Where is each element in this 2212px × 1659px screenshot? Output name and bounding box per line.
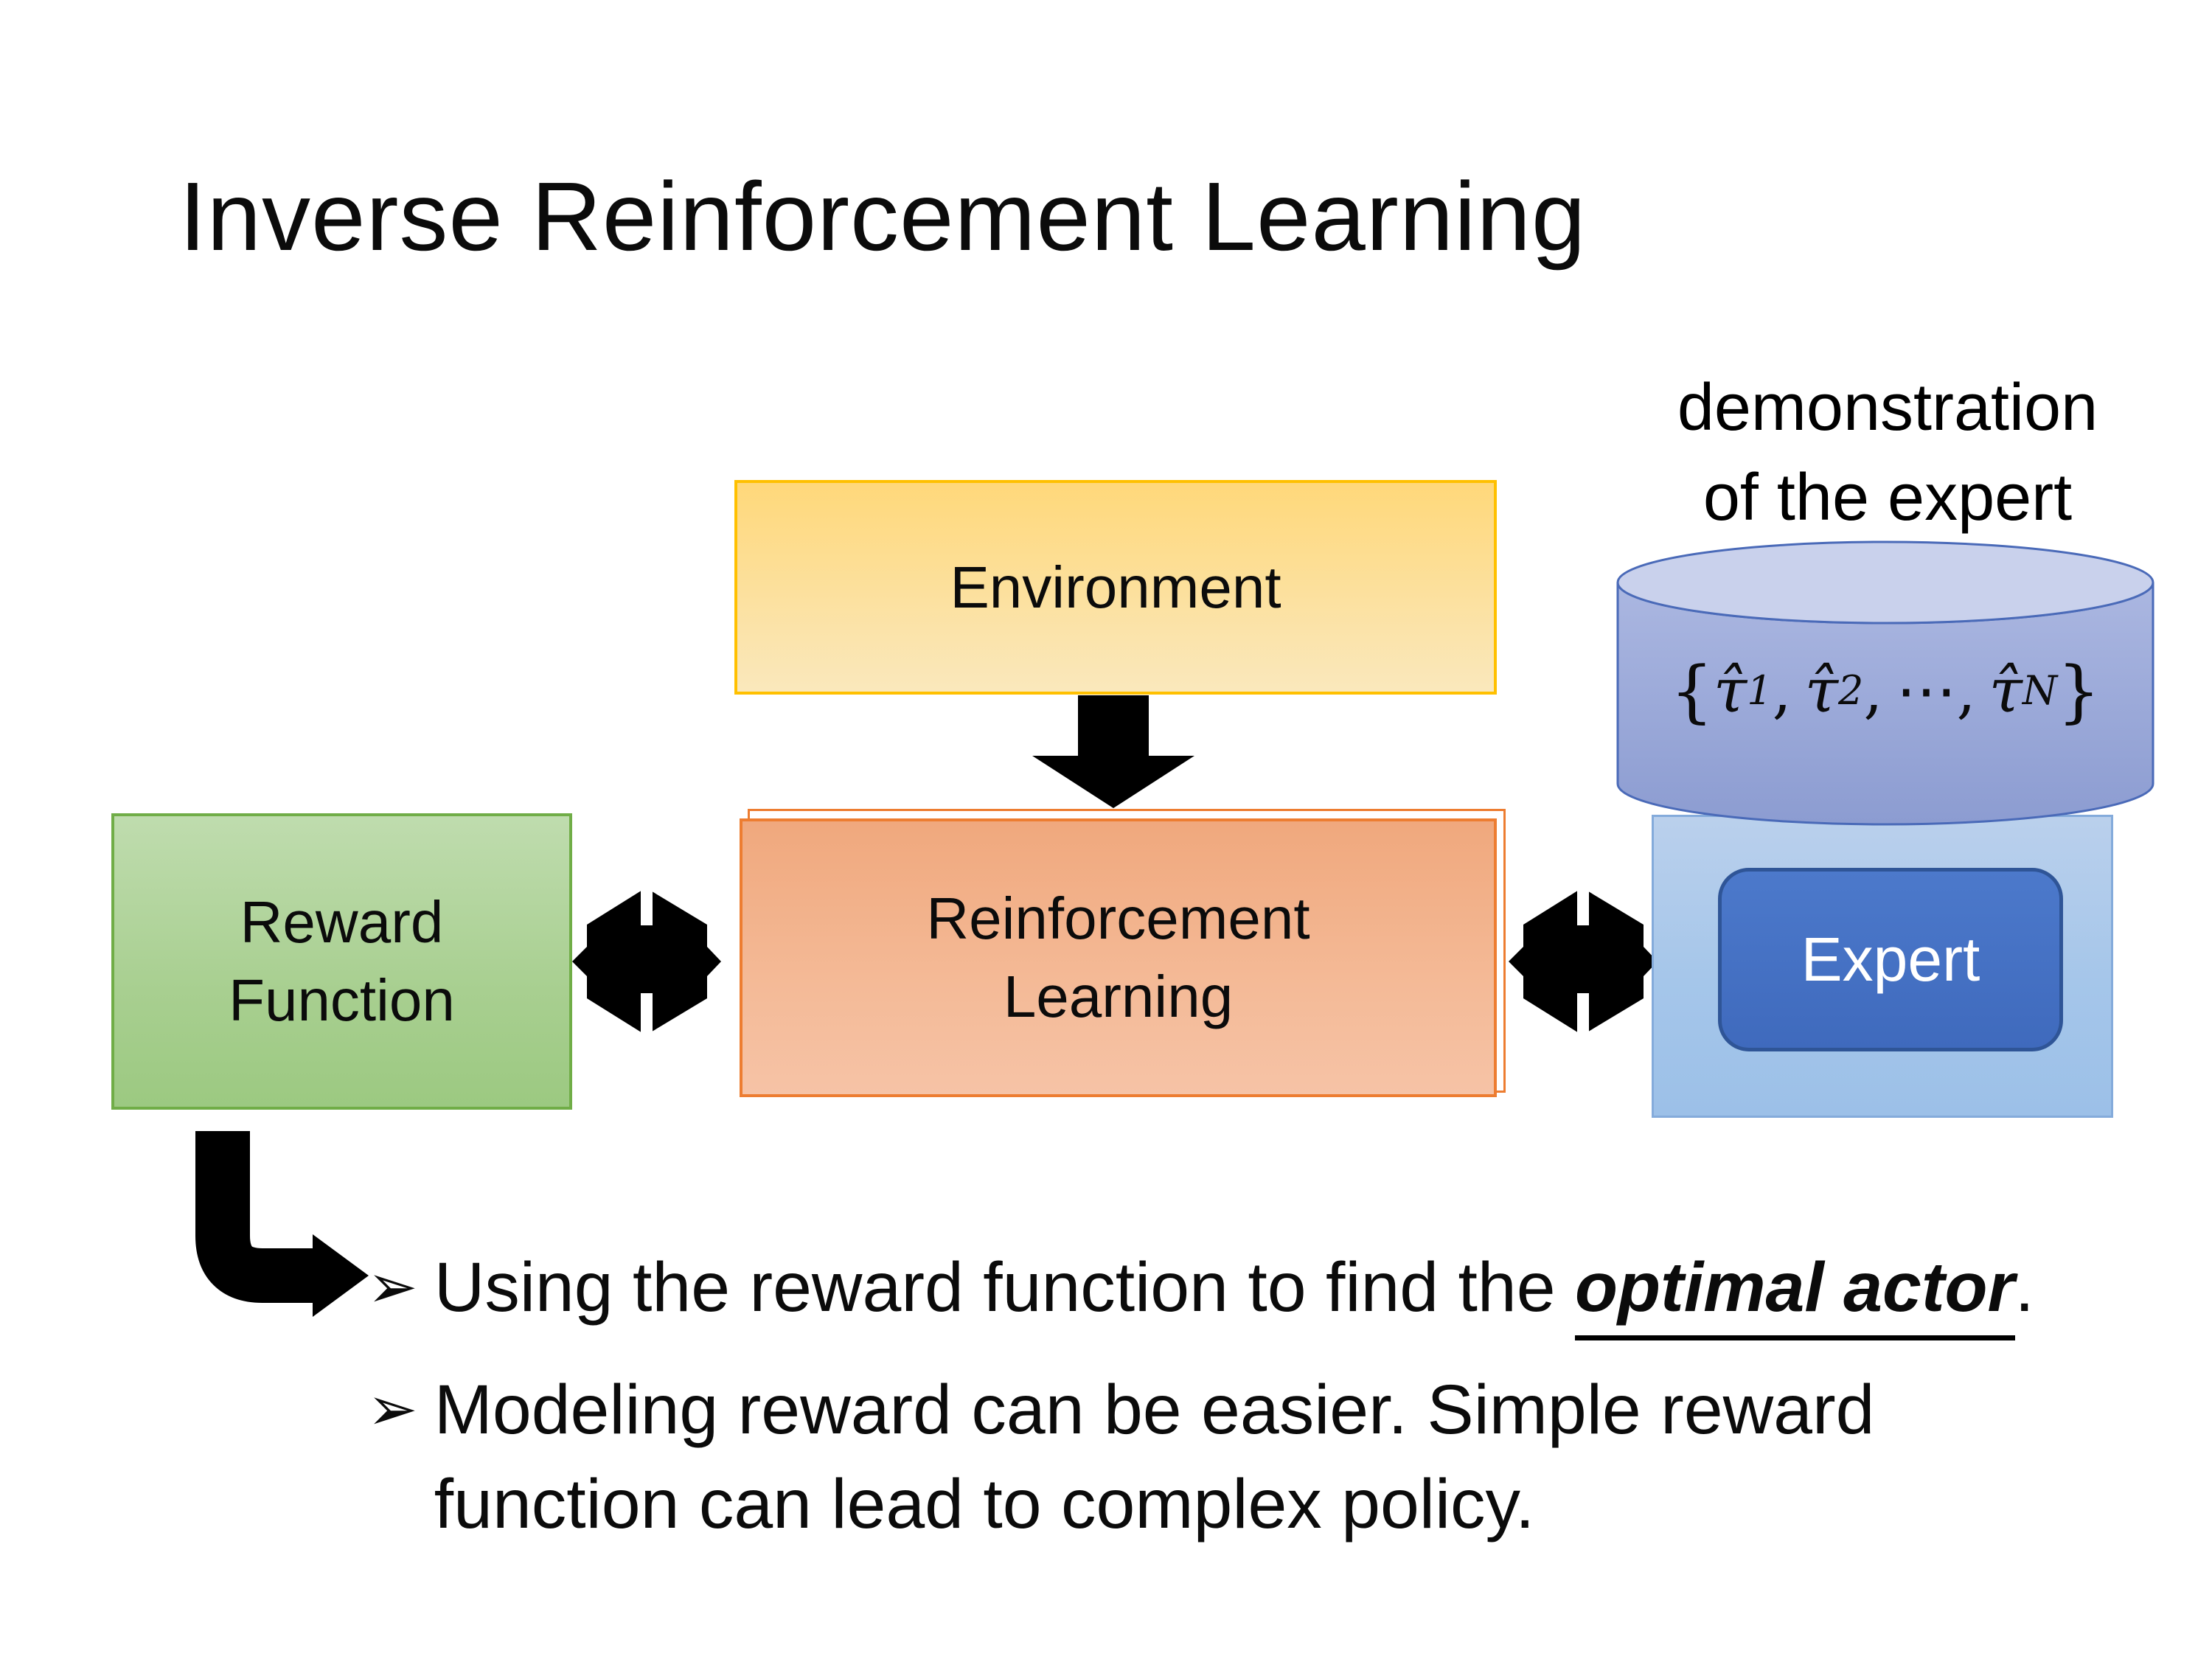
double-arrow-icon-right	[1509, 882, 1658, 1037]
trajectory-set-formula: {τ̂1,τ̂2,⋯,τ̂N}	[1670, 651, 2101, 731]
bent-arrow-icon	[195, 1131, 369, 1317]
double-arrow-icon-left	[572, 882, 721, 1037]
demonstration-label-line1: demonstration	[1677, 371, 2098, 445]
expert-box: Expert	[1718, 868, 2063, 1051]
bullet-1-text: Using the reward function to find the op…	[434, 1240, 2034, 1340]
down-arrow-icon	[1032, 695, 1194, 808]
reinforcement-learning-label-line2: Learning	[1003, 964, 1234, 1029]
bullet-2-text: Modeling reward can be easier. Simple re…	[434, 1363, 1875, 1551]
page-title: Inverse Reinforcement Learning	[179, 162, 1587, 271]
bullet-item-2: ➢ Modeling reward can be easier. Simple …	[367, 1363, 1874, 1551]
reinforcement-learning-label-line1: Reinforcement	[926, 886, 1310, 951]
bullet-2-line1: Modeling reward can be easier. Simple re…	[434, 1371, 1875, 1449]
bullet-1-post: .	[2014, 1248, 2034, 1326]
demonstration-label-line2: of the expert	[1703, 461, 2073, 535]
formula-sep1: ,	[1772, 655, 1792, 726]
environment-label: Environment	[950, 554, 1281, 620]
formula-open-brace: {	[1670, 651, 1714, 731]
formula-cdots: ⋯	[1896, 655, 1957, 726]
bullet-marker-icon: ➢	[367, 1253, 418, 1321]
demonstration-label: demonstration of the expert	[1607, 363, 2168, 543]
formula-close-brace: }	[2057, 651, 2101, 731]
reward-function-label-line2: Function	[229, 967, 455, 1033]
reward-function-box: Reward Function	[111, 813, 572, 1110]
bullet-1-pre: Using the reward function to find the	[434, 1248, 1575, 1326]
formula-tauN: τ̂	[1989, 655, 2023, 726]
bullet-2-line2: function can lead to complex policy.	[434, 1465, 1535, 1543]
reinforcement-learning-box: Reinforcement Learning	[740, 818, 1497, 1097]
formula-tau2: τ̂	[1804, 655, 1839, 726]
formula-sep3: ,	[1956, 655, 1976, 726]
reward-function-label-line1: Reward	[240, 889, 444, 955]
environment-box: Environment	[734, 480, 1497, 695]
bullet-item-1: ➢ Using the reward function to find the …	[367, 1240, 2034, 1340]
formula-sep2: ,	[1863, 655, 1883, 726]
bullet-marker-icon: ➢	[367, 1376, 418, 1443]
formula-tau1: τ̂	[1713, 655, 1747, 726]
expert-label: Expert	[1801, 925, 1980, 994]
bullet-1-emphasis: optimal actor	[1575, 1248, 2015, 1340]
demonstration-database-cylinder	[1616, 540, 2154, 826]
